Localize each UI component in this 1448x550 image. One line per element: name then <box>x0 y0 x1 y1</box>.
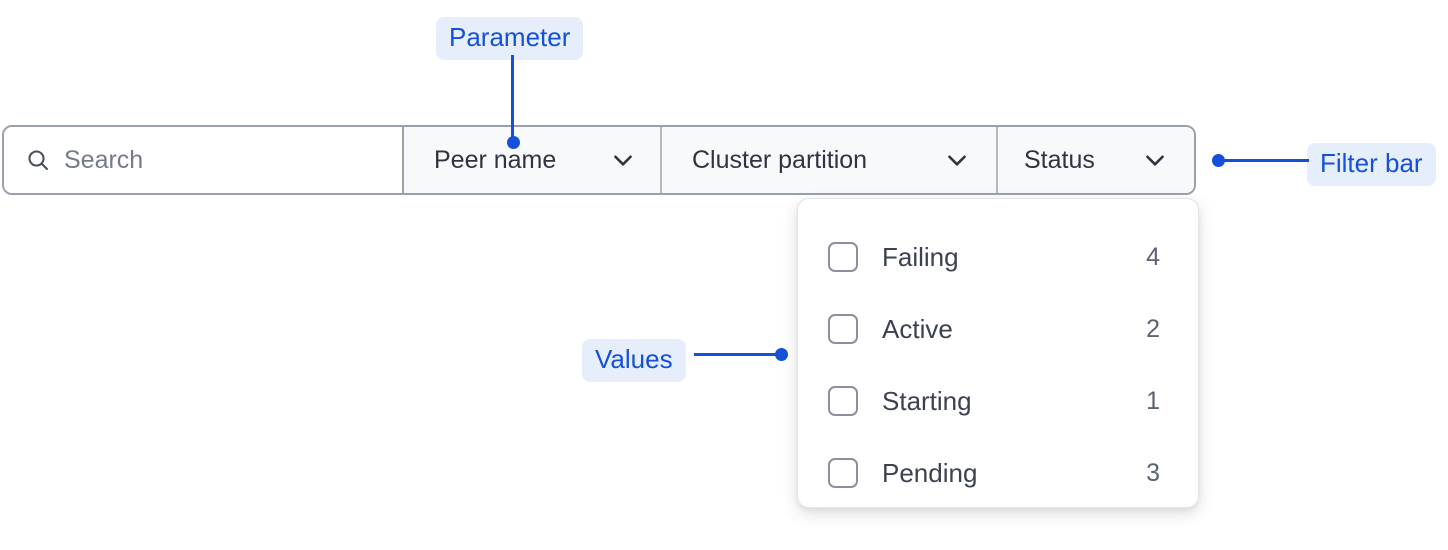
checkbox-starting[interactable] <box>828 386 858 416</box>
dropdown-option-starting[interactable]: Starting 1 <box>798 365 1198 437</box>
dropdown-option-count: 3 <box>1146 458 1160 487</box>
annotation-dot-parameter <box>507 136 520 149</box>
dropdown-option-label: Active <box>882 313 953 344</box>
annotation-label-parameter: Parameter <box>436 17 584 60</box>
filter-dropdown-cluster-partition[interactable]: Cluster partition <box>662 127 998 193</box>
dropdown-option-count: 2 <box>1146 314 1160 343</box>
chevron-down-icon <box>1146 155 1164 166</box>
search-field[interactable] <box>4 127 404 193</box>
annotation-dot-filter-bar <box>1212 154 1225 167</box>
annotation-connector-parameter <box>511 55 514 143</box>
dropdown-option-label: Failing <box>882 241 959 272</box>
annotation-label-filter-bar: Filter bar <box>1307 143 1436 186</box>
dropdown-option-label: Pending <box>882 457 978 488</box>
annotation-connector-values <box>694 353 782 356</box>
filter-label-peer-name: Peer name <box>434 145 557 174</box>
filter-label-status: Status <box>1024 145 1095 174</box>
checkbox-pending[interactable] <box>828 458 858 488</box>
status-dropdown-panel: Failing 4 Active 2 Starting 1 Pending 3 <box>797 198 1199 508</box>
filter-label-cluster-partition: Cluster partition <box>692 145 868 174</box>
dropdown-option-count: 1 <box>1146 386 1160 415</box>
search-input[interactable] <box>64 145 364 175</box>
filter-dropdown-status[interactable]: Status <box>998 127 1194 193</box>
filter-dropdown-peer-name[interactable]: Peer name <box>404 127 662 193</box>
chevron-down-icon <box>948 155 966 166</box>
checkbox-failing[interactable] <box>828 242 858 272</box>
annotation-connector-filter-bar <box>1219 159 1309 162</box>
search-icon <box>28 150 49 171</box>
checkbox-active[interactable] <box>828 314 858 344</box>
dropdown-option-active[interactable]: Active 2 <box>798 293 1198 365</box>
dropdown-option-failing[interactable]: Failing 4 <box>798 221 1198 293</box>
annotation-label-values: Values <box>582 339 686 382</box>
annotation-dot-values <box>775 348 788 361</box>
dropdown-option-pending[interactable]: Pending 3 <box>798 437 1198 509</box>
filter-bar: Peer name Cluster partition Status <box>2 125 1196 195</box>
dropdown-option-count: 4 <box>1146 242 1160 271</box>
chevron-down-icon <box>614 155 632 166</box>
dropdown-option-label: Starting <box>882 385 972 416</box>
